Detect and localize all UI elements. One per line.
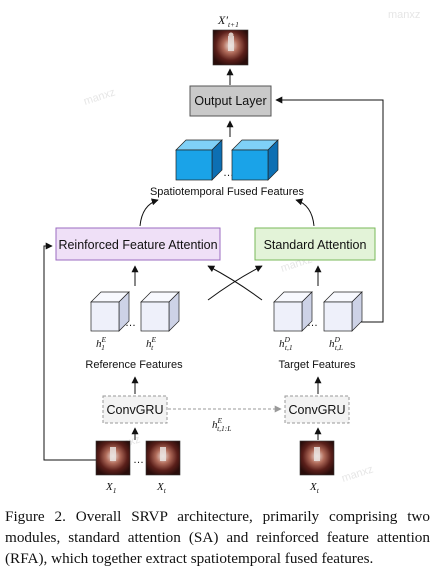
convgru-left-box: ConvGRU — [102, 395, 168, 424]
convgru-left-label: ConvGRU — [107, 403, 164, 417]
watermark: manxz — [82, 86, 117, 107]
fused-ellipsis: … — [223, 167, 234, 179]
xt-left-label: Xt — [156, 481, 167, 495]
convgru-right-box: ConvGRU — [284, 395, 350, 424]
output-layer-box: Output Layer — [189, 85, 272, 117]
reference-features-label: Reference Features — [85, 359, 183, 371]
target-hidden-cube — [323, 291, 363, 332]
sa-box: Standard Attention — [254, 227, 376, 261]
watermark: manxz — [340, 463, 375, 484]
srvp-architecture-diagram: manxz manxz manxz manxz manxz X′t+1 Outp… — [43, 9, 420, 495]
reference-ellipsis: … — [125, 317, 136, 329]
x1-label: X1 — [105, 481, 116, 495]
watermark: manxz — [388, 9, 420, 21]
target-ellipsis: … — [307, 317, 318, 329]
output-frame-image — [212, 29, 249, 66]
reference-hidden-cube — [140, 291, 180, 332]
rfa-label: Reinforced Feature Attention — [58, 238, 217, 252]
target-input-frame-xt — [299, 440, 335, 476]
output-frame-label: X′t+1 — [217, 13, 239, 29]
xt-right-label: Xt — [309, 481, 320, 495]
figure-caption: Figure 2. Overall SRVP architecture, pri… — [5, 508, 430, 567]
target-hidden-cube — [273, 291, 313, 332]
reference-hidden-cube — [90, 291, 130, 332]
fused-feature-cube — [231, 139, 279, 181]
fused-features-label: Spatiotemporal Fused Features — [150, 186, 305, 198]
input-ellipsis: … — [133, 454, 144, 466]
convgru-right-label: ConvGRU — [289, 403, 346, 417]
fused-feature-cube — [175, 139, 223, 181]
rfa-box: Reinforced Feature Attention — [55, 227, 221, 261]
target-features-label: Target Features — [278, 359, 356, 371]
input-frame-x1 — [95, 440, 131, 476]
output-layer-label: Output Layer — [194, 94, 266, 108]
input-frame-xt — [145, 440, 181, 476]
sa-label: Standard Attention — [264, 238, 367, 252]
